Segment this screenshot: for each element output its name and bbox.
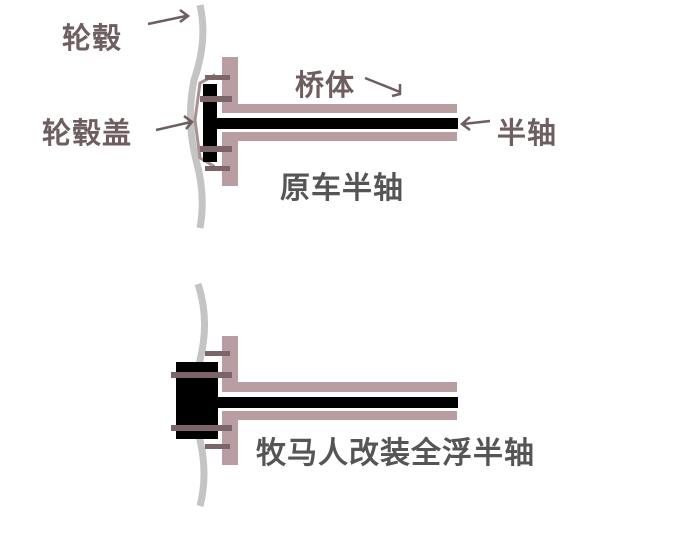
arrow-bridge	[364, 76, 402, 98]
caption-original: 原车半轴	[280, 171, 404, 206]
axle-shaft	[215, 118, 458, 129]
arrow-half-shaft	[460, 116, 491, 131]
modified-axle-diagram	[171, 282, 458, 507]
label-half-shaft: 半轴	[497, 116, 558, 150]
bolt	[205, 166, 230, 171]
arrow-hub-cap	[155, 115, 194, 132]
label-hub: 轮毂	[62, 21, 123, 55]
label-bridge: 桥体	[295, 68, 356, 102]
axle-shaft	[215, 397, 458, 408]
original-axle-diagram	[147, 4, 491, 229]
bolt	[200, 146, 232, 152]
bolt	[171, 372, 232, 378]
label-hub-cap: 轮毂盖	[42, 116, 133, 150]
arrow-hub	[147, 9, 191, 26]
bridge-housing-bottom	[222, 411, 457, 465]
bolt	[200, 96, 232, 102]
bridge-housing-top	[222, 336, 457, 392]
bolt	[205, 351, 230, 356]
caption-modified: 牧马人改装全浮半轴	[256, 436, 535, 471]
bolt	[205, 75, 230, 80]
bolt	[171, 425, 232, 431]
bridge-housing-bottom	[222, 132, 457, 186]
axle-flange	[203, 84, 217, 162]
bridge-housing-top	[222, 57, 457, 113]
bolt	[205, 444, 230, 449]
